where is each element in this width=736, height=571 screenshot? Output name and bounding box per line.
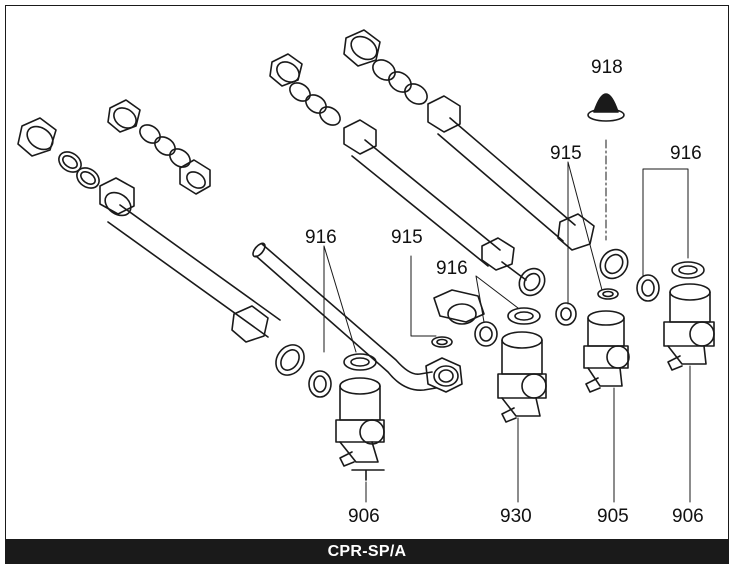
leader-lines — [323, 161, 691, 503]
valve-906-right — [663, 283, 715, 371]
callout-916-left: 916 — [305, 227, 337, 248]
callout-915-middle: 915 — [391, 227, 423, 248]
callout-930: 930 — [500, 506, 532, 527]
figure-title: CPR-SP/A — [327, 542, 407, 560]
callout-918: 918 — [591, 57, 623, 78]
pipe-assembly-2 — [269, 53, 546, 297]
pipe-assembly-3 — [343, 29, 629, 280]
footer-title-bar: CPR-SP/A — [5, 539, 729, 564]
callout-906-left: 906 — [348, 506, 380, 527]
callout-915-right: 915 — [550, 143, 582, 164]
short-fitting-stack — [107, 99, 211, 195]
valve-906-left — [335, 377, 385, 481]
callout-916-middle: 916 — [436, 258, 468, 279]
bent-pipe — [252, 242, 463, 393]
cap-918 — [587, 93, 625, 241]
callout-916-right: 916 — [670, 143, 702, 164]
valve-930 — [433, 289, 547, 423]
callout-906-right: 906 — [672, 506, 704, 527]
valve-905 — [583, 310, 630, 393]
callout-905: 905 — [597, 506, 629, 527]
gaskets — [308, 261, 705, 398]
pipe-assembly-1 — [17, 117, 305, 376]
